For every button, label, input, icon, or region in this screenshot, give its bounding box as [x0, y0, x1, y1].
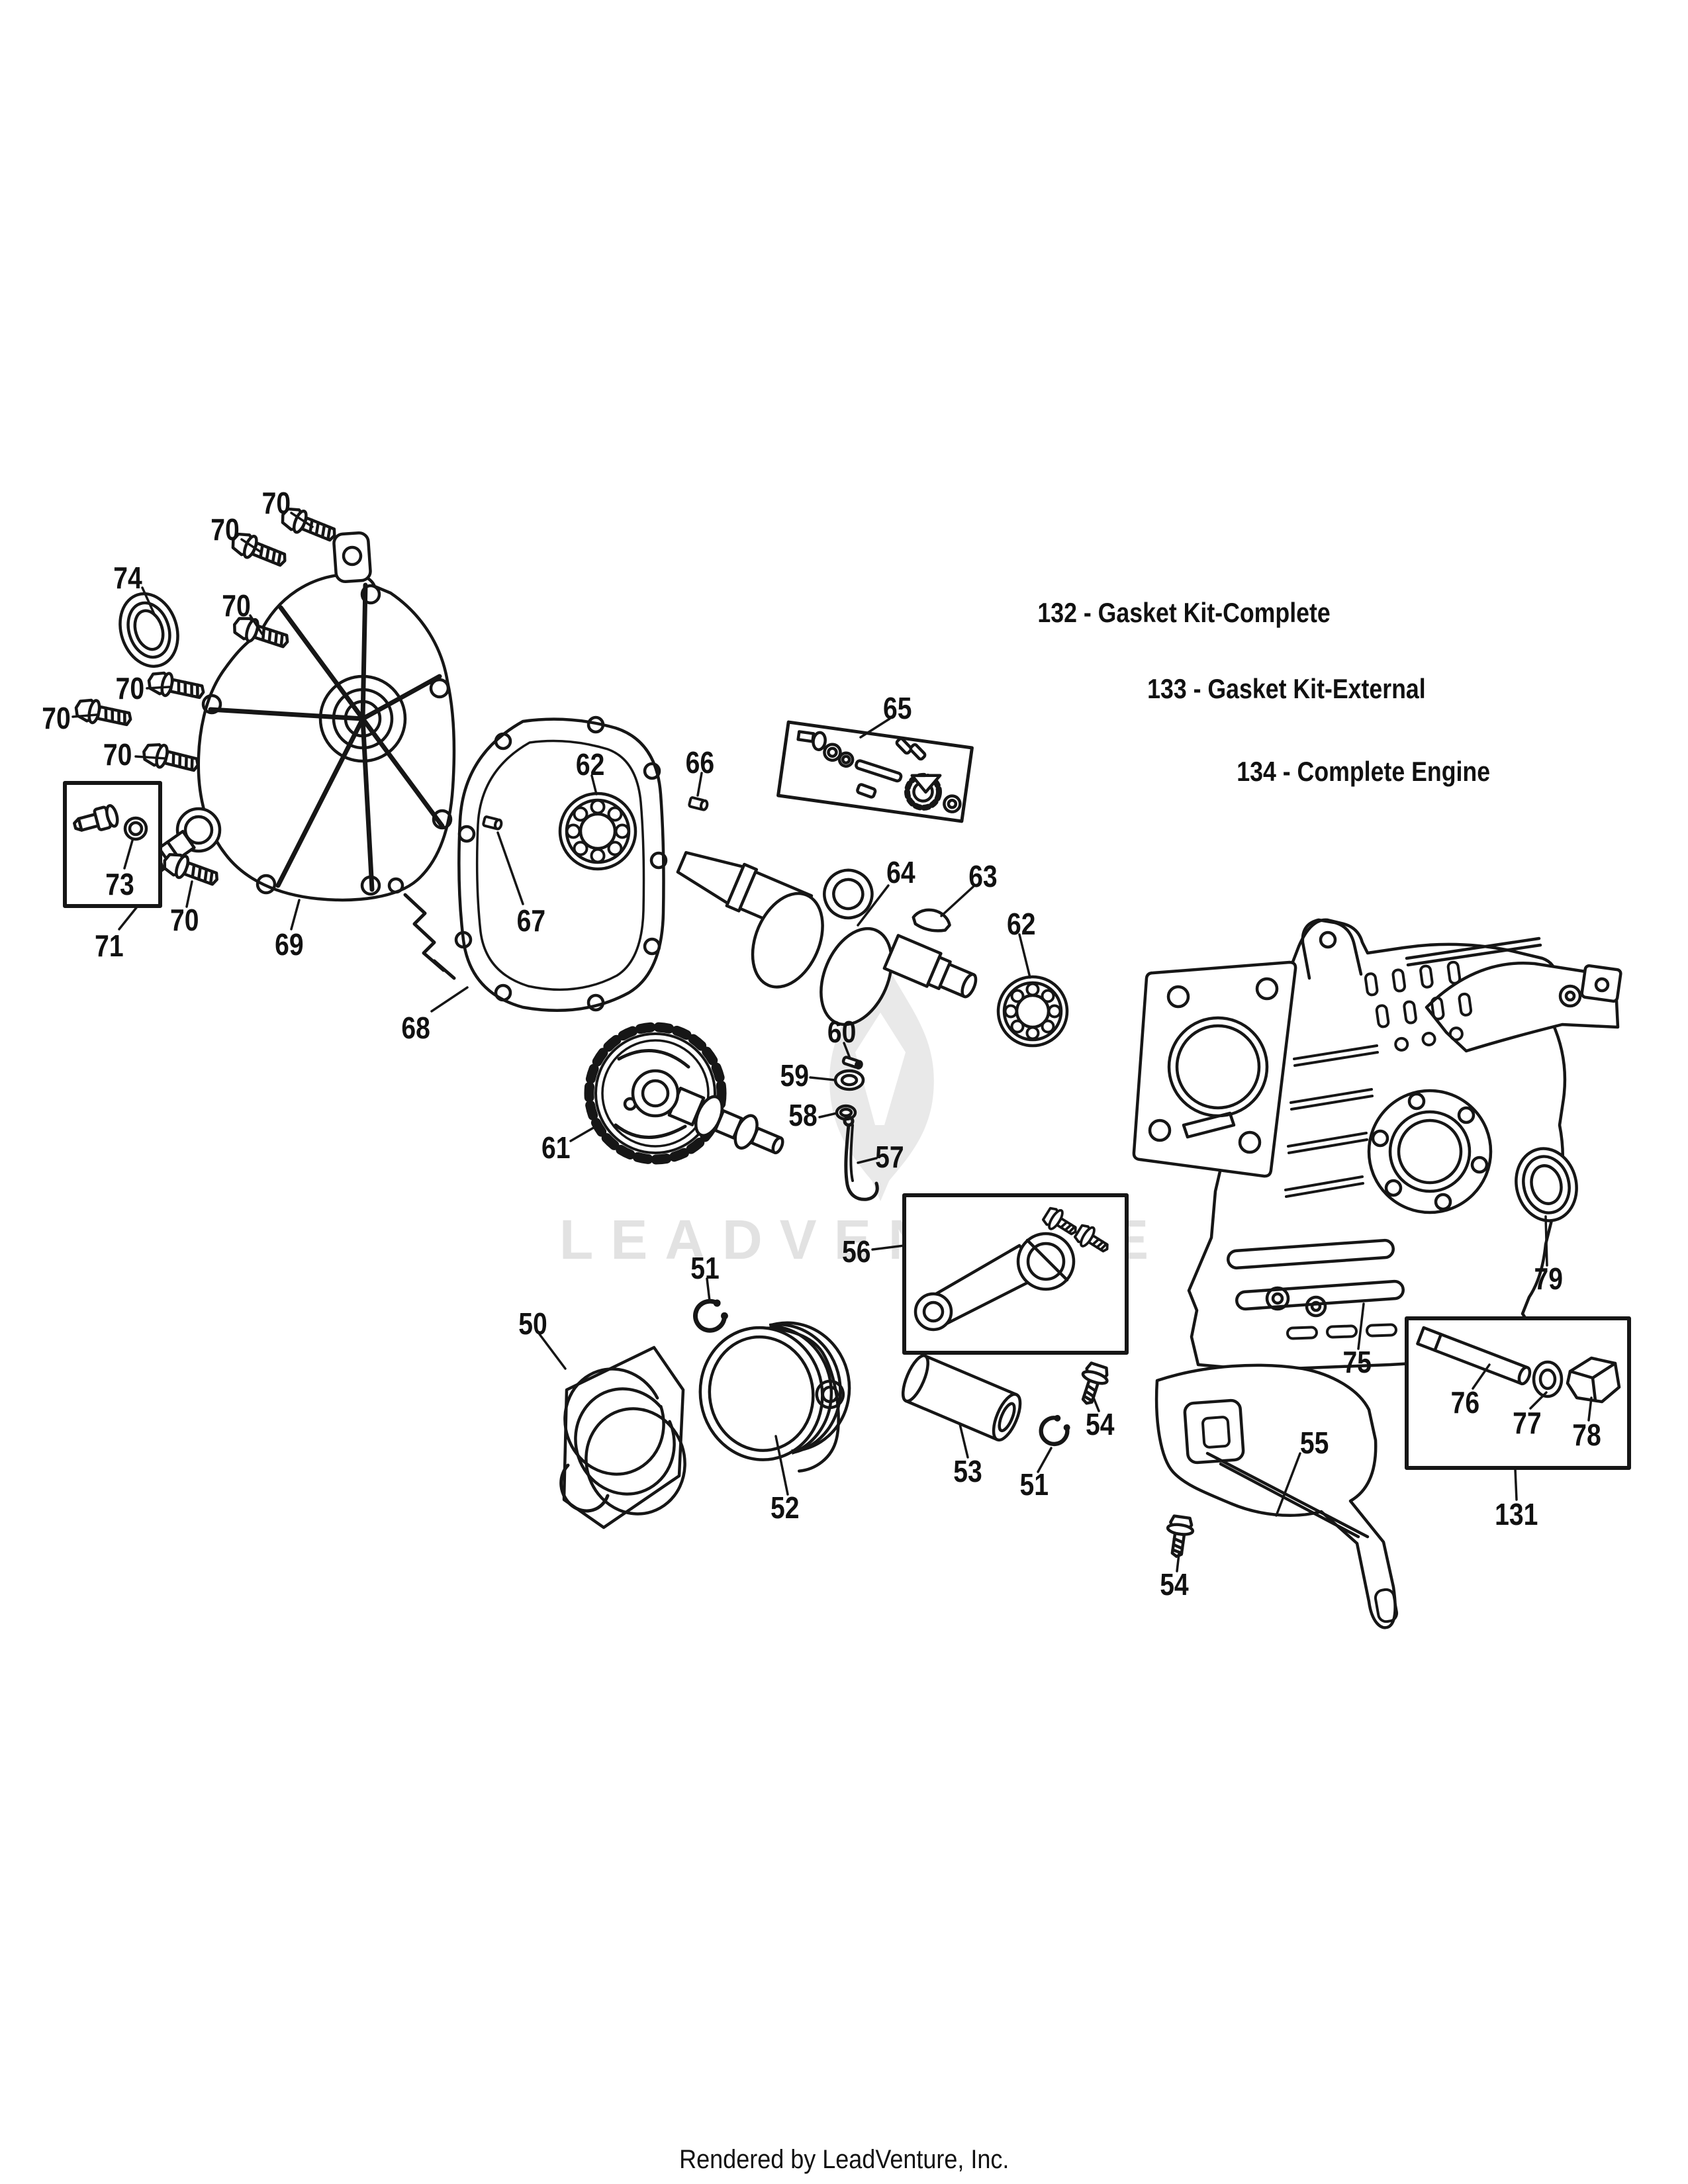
callout-56: 56: [842, 1235, 870, 1269]
callout-79: 79: [1534, 1262, 1562, 1297]
footer-text: Rendered by LeadVenture, Inc.: [679, 2145, 1009, 2174]
callout-53: 53: [953, 1455, 982, 1489]
callout-70-2: 70: [211, 513, 239, 547]
part-ring-set: [559, 1345, 686, 1529]
callout-59: 59: [780, 1059, 808, 1093]
callout-67: 67: [517, 904, 545, 938]
callout-66: 66: [686, 746, 714, 780]
callout-55: 55: [1300, 1426, 1329, 1461]
part-circlip-51b: [1036, 1412, 1074, 1449]
callout-69: 69: [275, 928, 303, 962]
callout-70-5: 70: [42, 702, 70, 736]
callout-57: 57: [875, 1140, 904, 1175]
callout-76: 76: [1451, 1386, 1479, 1420]
note-complete-engine: 134 - Complete Engine: [1237, 756, 1490, 787]
part-bolt-54a: [1074, 1361, 1111, 1407]
callout-68: 68: [401, 1011, 430, 1046]
part-crankshaft: [676, 850, 978, 1026]
callout-52: 52: [771, 1491, 799, 1525]
callout-75: 75: [1342, 1345, 1371, 1380]
callout-70-1: 70: [262, 486, 291, 521]
callout-54-2: 54: [1160, 1568, 1189, 1602]
callout-73: 73: [105, 868, 134, 902]
part-crankcase-cover: [144, 531, 456, 980]
note-gasket-kit-external: 133 - Gasket Kit-External: [1147, 674, 1426, 704]
part-governor-pin-60: [841, 1056, 863, 1069]
part-governor-kit-65: [776, 720, 974, 823]
part-washer-59: [833, 1069, 865, 1091]
callout-70-4: 70: [116, 672, 144, 706]
callout-51-1: 51: [690, 1251, 719, 1286]
part-connecting-rod-kit: [902, 1193, 1129, 1355]
callout-71: 71: [95, 929, 123, 964]
callout-77: 77: [1513, 1406, 1541, 1441]
part-dowel-66: [689, 797, 708, 811]
callout-labels: 70 70 74 70 70 70 70 73 71 70 69 68 67 6…: [42, 486, 1601, 1602]
part-oil-dipper-57: [843, 1115, 879, 1201]
part-oil-seal-74: [118, 592, 179, 668]
leader-lines: [71, 512, 1593, 1572]
callout-50: 50: [518, 1307, 547, 1342]
part-bolt-54b: [1164, 1516, 1194, 1559]
callout-131: 131: [1495, 1498, 1538, 1532]
callout-62-2: 62: [1007, 907, 1035, 942]
callout-78: 78: [1572, 1418, 1601, 1453]
part-bearing-62-left: [558, 792, 637, 871]
callout-74: 74: [113, 561, 142, 596]
callout-65: 65: [883, 692, 912, 726]
callout-58: 58: [788, 1099, 817, 1133]
part-stud-kit-131: [1405, 1316, 1631, 1470]
footer: Rendered by LeadVenture, Inc.: [679, 2145, 1009, 2174]
part-oil-seal-79: [1515, 1147, 1578, 1222]
part-piston: [698, 1321, 851, 1473]
part-heat-shield: [1154, 1363, 1399, 1629]
kit-notes: 132 - Gasket Kit-Complete 133 - Gasket K…: [1037, 598, 1490, 787]
callout-70-6: 70: [103, 738, 132, 772]
callout-62-1: 62: [576, 748, 604, 782]
callout-63: 63: [968, 860, 997, 894]
callout-60: 60: [827, 1015, 856, 1050]
part-bearing-62-right: [996, 975, 1069, 1048]
callout-64: 64: [886, 856, 915, 890]
part-engine-block: [1132, 918, 1622, 1372]
part-circlip-51a: [691, 1297, 729, 1334]
note-gasket-kit-complete: 132 - Gasket Kit-Complete: [1037, 598, 1330, 628]
callout-51-2: 51: [1020, 1468, 1049, 1502]
callout-54-1: 54: [1086, 1408, 1115, 1442]
callout-70-3: 70: [222, 589, 250, 623]
callout-70-7: 70: [170, 903, 199, 938]
callout-61: 61: [541, 1131, 570, 1165]
part-camshaft: [584, 1022, 784, 1165]
part-drain-plug-kit: [63, 781, 162, 908]
part-cover-gasket: [454, 715, 668, 1012]
part-piston-pin: [901, 1354, 1022, 1442]
